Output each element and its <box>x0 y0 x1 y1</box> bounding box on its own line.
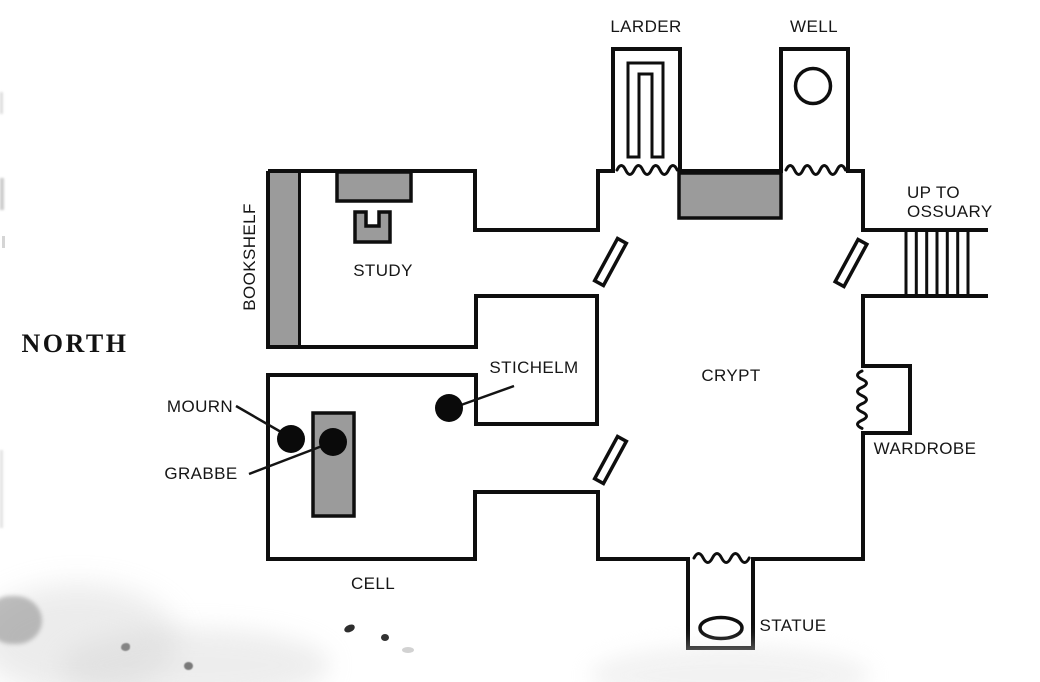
curtain-statue <box>692 552 751 564</box>
curtain-well <box>784 164 847 176</box>
study-desk <box>335 170 413 203</box>
curtain-icons <box>615 164 868 564</box>
label-crypt: CRYPT <box>701 366 761 385</box>
person-marker-stichelm <box>435 394 463 422</box>
furniture <box>311 170 783 518</box>
label-ossuary-line2: OSSUARY <box>907 202 993 221</box>
study-chair <box>353 210 392 244</box>
label-well: WELL <box>790 17 838 36</box>
door-crypt-stairs <box>832 237 870 289</box>
person-marker-mourn <box>277 425 305 453</box>
bookshelf <box>270 171 301 346</box>
person-marker-grabbe <box>319 428 347 456</box>
well-icon <box>793 66 833 106</box>
label-statue: STATUE <box>759 616 827 635</box>
door-icons <box>592 236 870 486</box>
label-study: STUDY <box>353 261 413 280</box>
larder-shelves-icon <box>626 61 665 159</box>
label-ossuary-line1: UP TO <box>907 183 961 202</box>
label-grabbe: GRABBE <box>164 464 238 483</box>
pointer-stichelm <box>460 384 515 407</box>
label-wardrobe: WARDROBE <box>873 439 977 458</box>
door-cell-crypt <box>592 434 629 486</box>
pointer-mourn <box>235 404 282 434</box>
label-cell: CELL <box>350 574 396 593</box>
label-ossuary: UP TO OSSUARY <box>907 183 993 221</box>
label-stichelm: STICHELM <box>489 358 579 377</box>
door-study-crypt <box>592 236 629 288</box>
stairs-icon <box>904 232 970 294</box>
label-mourn: MOURN <box>166 397 234 416</box>
label-larder: LARDER <box>610 17 682 36</box>
curtain-wardrobe <box>856 369 868 430</box>
statue-icon <box>698 615 744 641</box>
pointer-lines <box>235 384 515 476</box>
label-bookshelf: BOOKSHELF <box>240 203 259 311</box>
person-markers <box>277 394 463 456</box>
curtain-larder <box>615 164 679 176</box>
pointer-grabbe <box>248 441 331 476</box>
compass-north-label: NORTH <box>21 329 129 358</box>
walls <box>266 47 988 650</box>
stone-slab <box>677 171 783 220</box>
